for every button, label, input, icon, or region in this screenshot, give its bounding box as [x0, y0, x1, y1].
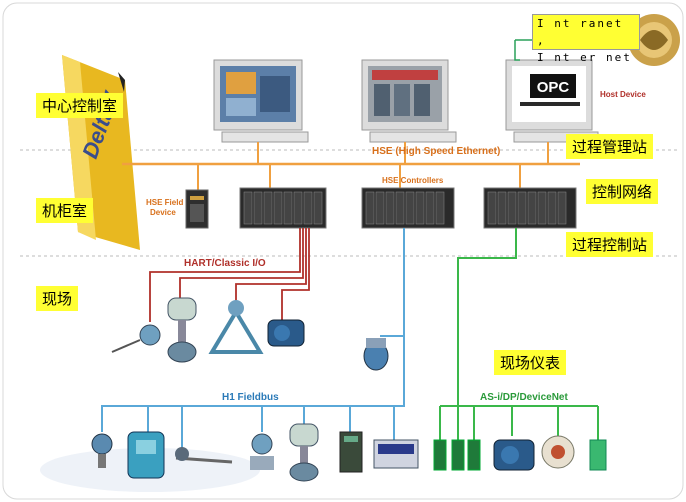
hart-wiring [149, 228, 310, 322]
controller-rack-1 [239, 187, 327, 229]
workstation-2 [361, 59, 457, 143]
asi-bus [439, 228, 599, 440]
h1-dp-transmitter [250, 433, 274, 470]
label-process-management: 过程管理站 [566, 134, 654, 159]
hart-control-valve [167, 297, 197, 363]
label-process-control: 过程控制站 [566, 232, 654, 257]
h1-fieldbus [101, 228, 405, 448]
label-control-network: 控制网络 [586, 179, 659, 204]
intranet-line-1: I nt ranet , [537, 17, 624, 47]
intranet-label: I nt ranet , I nt er net [532, 14, 640, 64]
controller-rack-3 [483, 187, 577, 229]
zone-control-room: 中心控制室 [36, 93, 124, 118]
asi-sensors [433, 439, 481, 471]
asi-actuator [541, 435, 575, 469]
opc-logo-text: OPC [537, 79, 570, 96]
hart-flowmeter [208, 300, 264, 354]
intranet-link [514, 40, 520, 61]
hart-motor [267, 319, 305, 347]
label-h1-fieldbus: H1 Fieldbus [222, 392, 279, 403]
h1-pressure-transmitter [91, 433, 113, 468]
zone-field: 现场 [36, 286, 79, 311]
h1-flow-transmitter [363, 338, 389, 371]
asi-motor [493, 439, 535, 471]
label-hse-controllers: HSE Controllers [382, 176, 444, 185]
company-logo [628, 14, 680, 66]
label-field-instruments: 现场仪表 [494, 350, 567, 375]
zone-cabinet-room: 机柜室 [36, 198, 94, 223]
hse-field-device [185, 189, 209, 229]
h1-temperature-probe [175, 447, 233, 464]
workstation-3: OPC [505, 59, 599, 143]
label-hse-field-device-2: Device [150, 208, 176, 217]
label-asi-bus: AS-i/DP/DeviceNet [480, 392, 568, 403]
label-hart: HART/Classic I/O [184, 258, 266, 269]
h1-analyzer [127, 431, 165, 479]
workstation-1 [213, 59, 309, 143]
h1-control-valve [289, 423, 319, 482]
h1-display-unit [373, 439, 419, 469]
intranet-line-2: I nt er net [537, 51, 632, 64]
h1-io-module [339, 431, 363, 473]
label-hse: HSE (High Speed Ethernet) [372, 146, 501, 157]
label-hse-field-device-1: HSE Field [146, 198, 184, 207]
controller-rack-2 [361, 187, 455, 229]
label-host-device: Host Device [600, 90, 646, 99]
hart-transmitter [111, 324, 161, 353]
asi-proximity-sensor [589, 439, 607, 471]
